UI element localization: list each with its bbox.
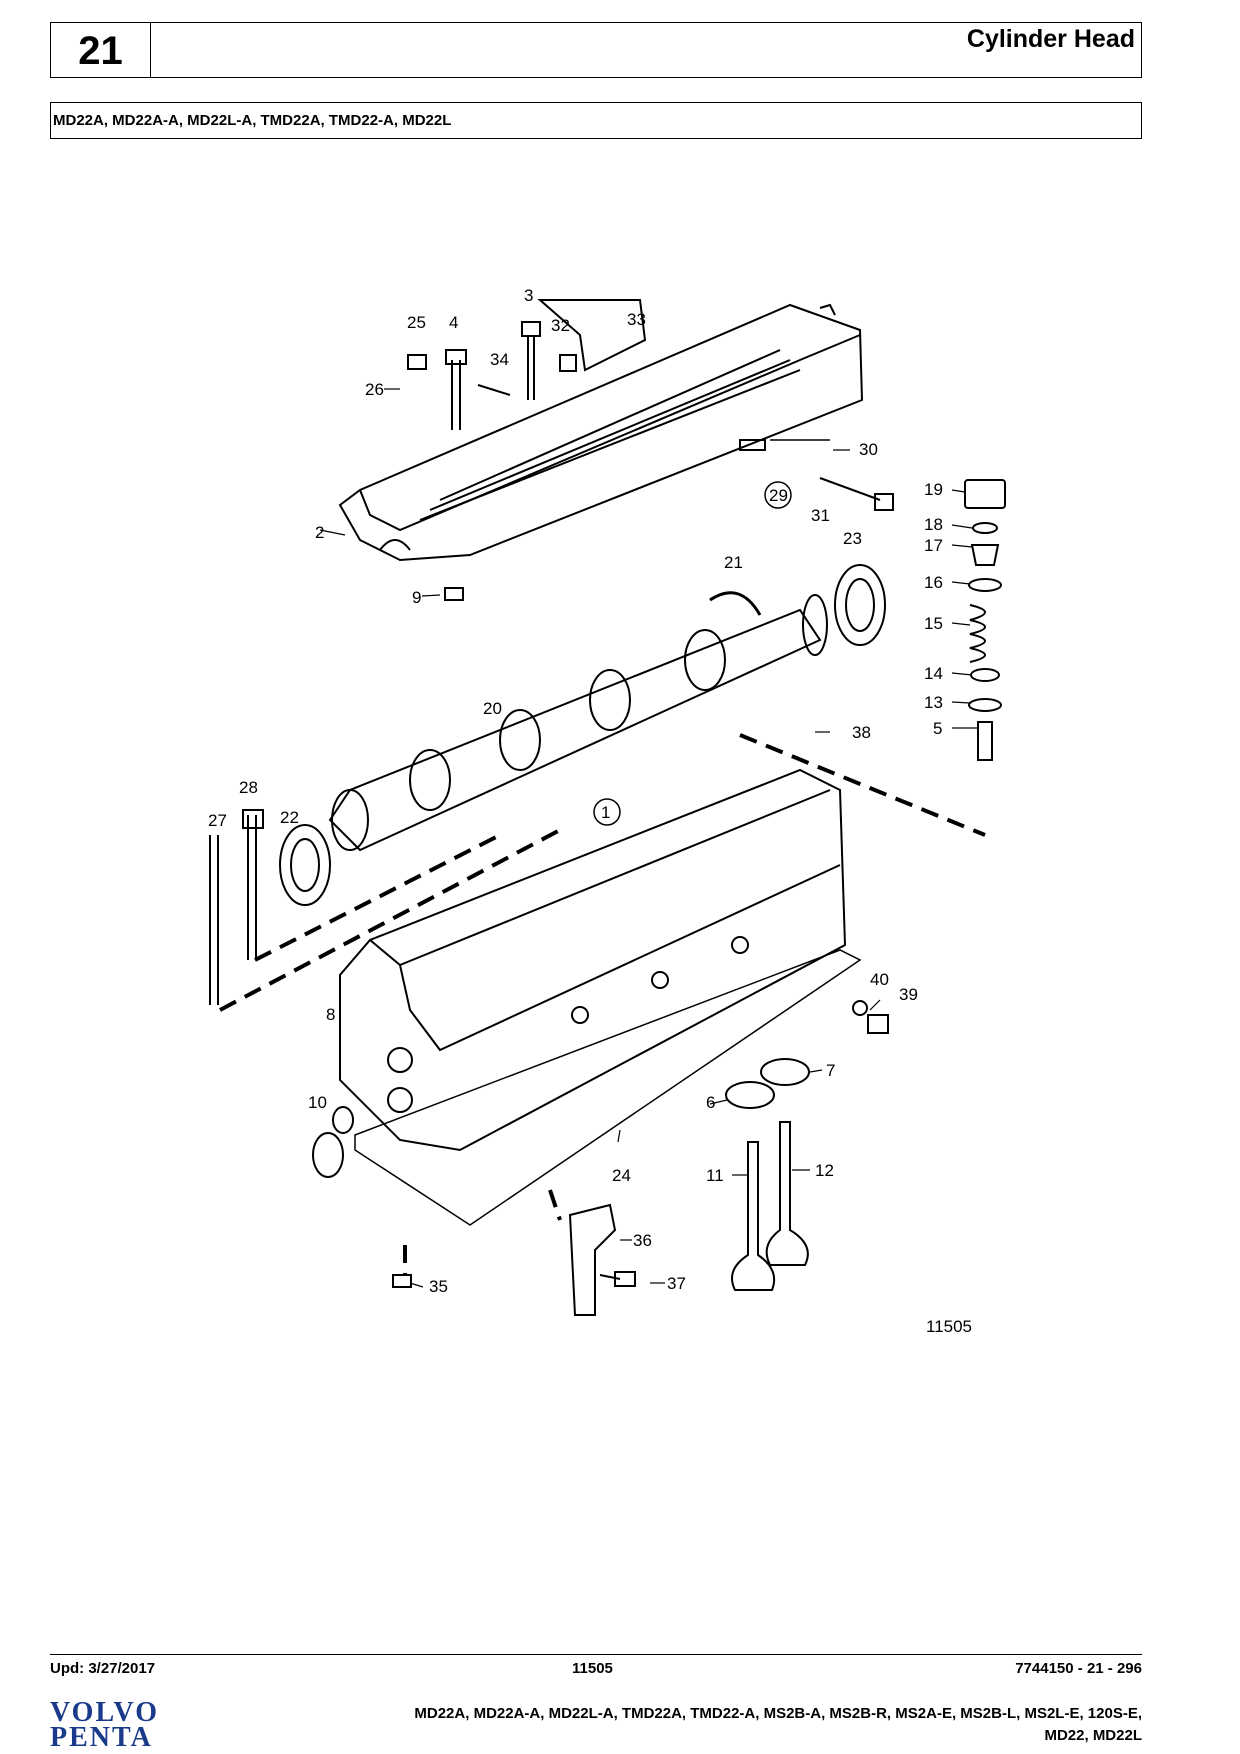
callout-21: 21 <box>724 553 743 572</box>
callout-3: 3 <box>524 286 533 305</box>
footer-divider <box>50 1654 1142 1655</box>
callout-12: 12 <box>815 1161 834 1180</box>
callout-19: 19 <box>924 480 943 499</box>
head-gasket <box>354 949 862 1226</box>
callout-11: 11 <box>706 1166 724 1185</box>
cylinder-head <box>339 768 847 1152</box>
callout-35: 35 <box>429 1277 448 1296</box>
callout-39: 39 <box>899 985 918 1004</box>
callout-6: 6 <box>706 1093 715 1112</box>
callout-23: 23 <box>843 529 862 548</box>
callout-9: 9 <box>412 588 421 607</box>
valve-11 <box>731 1141 776 1291</box>
callout-17: 17 <box>924 536 943 555</box>
volvo-penta-logo: VOLVO PENTA <box>50 1697 210 1753</box>
callout-16: 16 <box>924 573 943 592</box>
callout-2: 2 <box>315 523 324 542</box>
logo-line-penta: PENTA <box>50 1722 153 1753</box>
callout-24: 24 <box>612 1166 631 1185</box>
callout-38: 38 <box>852 723 871 742</box>
callout-13: 13 <box>924 693 943 712</box>
callout-29: 29 <box>769 486 788 505</box>
section-title: Cylinder Head <box>966 25 1135 53</box>
callout-40: 40 <box>870 970 889 989</box>
section-number: 21 <box>51 23 151 77</box>
callout-25: 25 <box>407 313 426 332</box>
footer-model-list: MD22A, MD22A-A, MD22L-A, TMD22A, TMD22-A… <box>212 1703 1142 1747</box>
callout-1: 1 <box>601 803 610 822</box>
callout-15: 15 <box>924 614 943 633</box>
callout-22: 22 <box>280 808 299 827</box>
callout-4: 4 <box>449 313 458 332</box>
callout-26: 26 <box>365 380 384 399</box>
callout-37: 37 <box>667 1274 686 1293</box>
models-bar: MD22A, MD22A-A, MD22L-A, TMD22A, TMD22-A… <box>50 102 1142 139</box>
callout-27: 27 <box>208 811 227 830</box>
valve-12 <box>765 1121 809 1266</box>
callout-5: 5 <box>933 719 942 738</box>
valve-cover <box>338 303 864 562</box>
callout-34: 34 <box>490 350 509 369</box>
callout-10: 10 <box>308 1093 327 1112</box>
callout-32: 32 <box>551 316 570 335</box>
callout-31: 31 <box>811 506 830 525</box>
callout-7: 7 <box>826 1061 835 1080</box>
callout-8: 8 <box>326 1005 335 1024</box>
footer-document-reference: 7744150 - 21 - 296 <box>1015 1660 1142 1677</box>
logo-line-volvo: VOLVO <box>50 1697 159 1728</box>
callout-36: 36 <box>633 1231 652 1250</box>
callout-33: 33 <box>627 310 646 329</box>
illustration-number: 11505 <box>926 1317 972 1336</box>
callout-20: 20 <box>483 699 502 718</box>
footer-illustration-number: 11505 <box>572 1660 613 1677</box>
callout-28: 28 <box>239 778 258 797</box>
footer-models-line-2: MD22, MD22L <box>1044 1727 1142 1744</box>
footer-models-line-1: MD22A, MD22A-A, MD22L-A, TMD22A, TMD22-A… <box>414 1705 1142 1722</box>
callout-14: 14 <box>924 664 943 683</box>
lifting-bracket <box>568 1203 617 1316</box>
callout-30: 30 <box>859 440 878 459</box>
callout-18: 18 <box>924 515 943 534</box>
header-box: 21 Cylinder Head <box>50 22 1142 78</box>
camshaft <box>328 608 822 852</box>
footer-update-date: Upd: 3/27/2017 <box>50 1660 156 1677</box>
